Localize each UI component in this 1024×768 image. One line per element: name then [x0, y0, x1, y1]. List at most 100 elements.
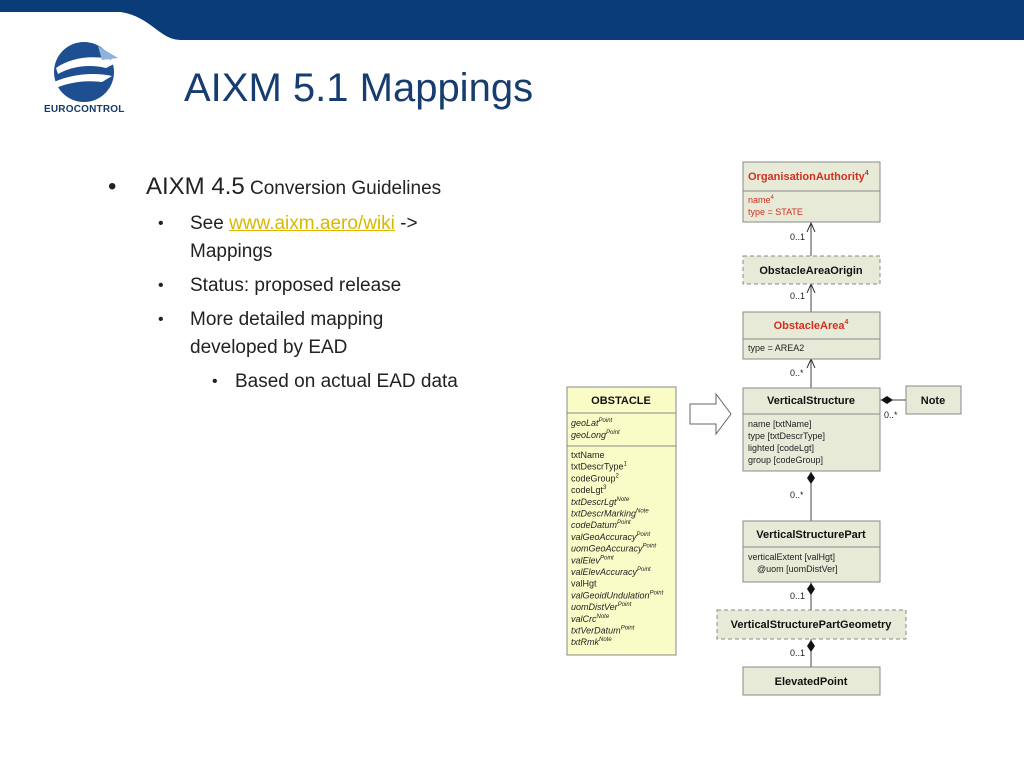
vs-attr-2: lighted [codeLgt]	[748, 443, 814, 453]
org-authority-sup: 4	[865, 170, 869, 177]
obstacle-field-name-16: txtRmk	[571, 637, 599, 647]
obstacle-field-8: uomGeoAccuracyPoint	[571, 544, 657, 554]
note-title: Note	[921, 395, 945, 407]
mult-2: 0..1	[790, 291, 805, 301]
mapping-arrow-icon	[689, 392, 732, 436]
obstacle-field-sup-10: Point	[637, 567, 651, 573]
obstacle-field-3: codeLgt3	[571, 485, 607, 495]
class-obstacle-area: ObstacleArea4 type = AREA2	[742, 311, 881, 360]
obstacle-field-sup-9: Point	[600, 555, 614, 561]
obstacle-field-14: valCrcNote	[571, 614, 610, 624]
class-obstacle-area-origin: ObstacleAreaOrigin	[742, 255, 881, 285]
obstacle-field-sup-3: 3	[603, 485, 607, 491]
see-line2: Mappings	[190, 241, 273, 262]
vsp-geometry-title: VerticalStructurePartGeometry	[731, 619, 893, 631]
obstacle-field-name-11: valHgt	[571, 579, 597, 589]
obstacle-field-13: uomDistVerPoint	[571, 602, 632, 612]
obstacle-field-sup-12: Point	[650, 590, 664, 596]
org-authority-attr2: type = STATE	[748, 207, 803, 217]
obstacle-field-16: txtRmkNote	[571, 637, 612, 647]
obstacle-field-name-13: uomDistVer	[571, 602, 619, 612]
obstacle-field-2: codeGroup2	[571, 473, 620, 483]
see-suffix: ->	[394, 213, 418, 234]
obstacle-field-7: valGeoAccuracyPoint	[571, 532, 651, 542]
vertical-structure-title: VerticalStructure	[767, 395, 855, 407]
aixm-wiki-link[interactable]: www.aixm.aero/wiki	[229, 213, 395, 234]
obstacle-area-attr1: type = AREA2	[748, 343, 804, 353]
obstacle-field-name-7: valGeoAccuracy	[571, 532, 637, 542]
org-authority-attr1-sup: 4	[771, 195, 775, 201]
obstacle-field-11: valHgt	[571, 579, 597, 589]
eurocontrol-logo-icon	[54, 42, 118, 102]
class-note: Note	[905, 385, 962, 415]
obstacle-area-title: ObstacleArea	[774, 320, 846, 332]
bullet-aixm45-sub: Conversion Guidelines	[244, 178, 442, 199]
composition-diamonds	[807, 396, 893, 652]
obstacle-geo-1: geoLongPoint	[571, 430, 620, 440]
mult-4: 0..*	[884, 410, 898, 420]
obstacle-field-name-5: txtDescrMarking	[571, 509, 636, 519]
obstacle-field-1: txtDescrType1	[571, 462, 628, 472]
svg-text:name4: name4	[748, 195, 775, 205]
obstacle-area-sup: 4	[845, 319, 849, 326]
obstacle-field-name-15: txtVerDatum	[571, 626, 621, 636]
elevated-point-title: ElevatedPoint	[775, 676, 848, 688]
obstacle-area-origin-title: ObstacleAreaOrigin	[759, 265, 863, 277]
obstacle-geo-name-0: geoLat	[571, 418, 599, 428]
obstacle-field-6: codeDatumPoint	[571, 520, 631, 530]
bullet-list: •AIXM 4.5 Conversion Guidelines •See www…	[104, 172, 524, 396]
svg-text:ObstacleArea4: ObstacleArea4	[774, 319, 849, 332]
mult-1: 0..1	[790, 232, 805, 242]
obstacle-field-name-8: uomGeoAccuracy	[571, 544, 643, 554]
obstacle-field-sup-5: Note	[636, 509, 649, 515]
class-vertical-structure-part: VerticalStructurePart verticalExtent [va…	[742, 520, 881, 583]
bullet-aixm45: •AIXM 4.5 Conversion Guidelines	[108, 173, 442, 200]
obstacle-geo-name-1: geoLong	[571, 430, 606, 440]
obstacle-field-sup-4: Note	[617, 497, 630, 503]
based-text: Based on actual EAD data	[235, 371, 458, 392]
obstacle-field-sup-1: 1	[624, 462, 628, 468]
mult-5: 0..*	[790, 490, 804, 500]
class-elevated-point: ElevatedPoint	[742, 666, 881, 696]
obstacle-field-name-6: codeDatum	[571, 520, 618, 530]
vsp-attr1: verticalExtent [valHgt]	[748, 552, 835, 562]
obstacle-field-sup-6: Point	[617, 520, 631, 526]
class-vsp-geometry: VerticalStructurePartGeometry	[716, 609, 907, 640]
detailed-line2: developed by EAD	[190, 337, 348, 358]
obstacle-field-name-1: txtDescrType	[571, 462, 624, 472]
vs-attr-3: group [codeGroup]	[748, 455, 823, 465]
obstacle-field-4: txtDescrLgtNote	[571, 497, 630, 507]
obstacle-field-sup-13: Point	[618, 602, 632, 608]
mult-6: 0..1	[790, 591, 805, 601]
obstacle-title: OBSTACLE	[591, 395, 651, 407]
mult-7: 0..1	[790, 648, 805, 658]
obstacle-field-name-4: txtDescrLgt	[571, 497, 617, 507]
org-authority-title: OrganisationAuthority	[748, 171, 866, 183]
svg-text:OrganisationAuthority4: OrganisationAuthority4	[748, 170, 869, 183]
obstacle-field-name-0: txtName	[571, 450, 605, 460]
obstacle-geo-0: geoLatPoint	[571, 418, 613, 428]
page-title: AIXM 5.1 Mappings	[184, 66, 534, 110]
obstacle-field-sup-16: Note	[599, 637, 612, 643]
obstacle-field-name-14: valCrc	[571, 614, 597, 624]
obstacle-fields: txtNametxtDescrType1codeGroup2codeLgt3tx…	[571, 450, 664, 647]
obstacle-geo-sup-1: Point	[606, 430, 620, 436]
org-authority-attr1: name	[748, 195, 771, 205]
obstacle-field-name-3: codeLgt	[571, 485, 604, 495]
obstacle-field-15: txtVerDatumPoint	[571, 626, 635, 636]
class-organisation-authority: OrganisationAuthority4 name4 type = STAT…	[742, 161, 881, 223]
obstacle-field-sup-8: Point	[643, 544, 657, 550]
class-vertical-structure: VerticalStructure name [txtName] type [t…	[742, 387, 881, 472]
bullet-based-on-ead: •Based on actual EAD data	[212, 371, 458, 392]
vsp-title: VerticalStructurePart	[756, 529, 866, 541]
obstacle-field-5: txtDescrMarkingNote	[571, 509, 649, 519]
see-prefix: See	[190, 213, 230, 234]
bullet-status: •Status: proposed release	[158, 275, 402, 296]
status-text: Status: proposed release	[190, 275, 402, 296]
mult-3: 0..*	[790, 368, 804, 378]
obstacle-field-name-10: valElevAccuracy	[571, 567, 638, 577]
